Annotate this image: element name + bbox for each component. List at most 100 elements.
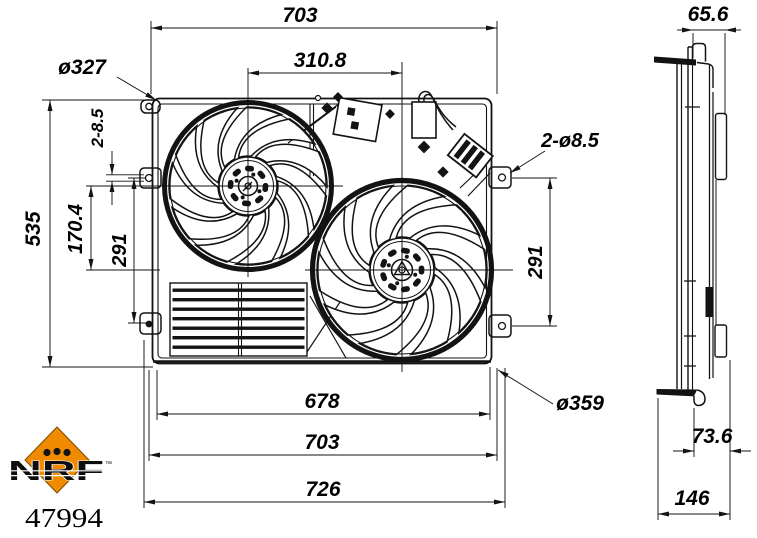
fan-blade [170,205,251,240]
hub-pad [387,283,397,291]
hub-pad [262,182,269,193]
side-top-knob [691,42,707,62]
hub-pad [400,286,410,293]
hub-dot [413,272,418,277]
fan-blade [322,301,409,336]
dim-dia-359: ø359 [497,369,604,415]
dim-678: 678 [156,367,491,420]
hub-pad [227,179,234,190]
grille-slat [172,298,305,302]
connector-box-right [411,101,437,139]
tab-hole [145,102,153,111]
nrf-dot [63,448,71,457]
dim-dia-359-label: ø359 [556,392,604,415]
tab-hole [144,173,154,183]
fan-blade [357,291,429,356]
fastener-square [417,140,431,154]
connector-box-left [332,96,383,143]
dim-170-4: 170.4 [65,186,94,270]
hub-pad [412,278,421,287]
front-view [86,62,513,372]
dim-703-bottom: 703 [148,368,498,461]
fan-blade [316,250,389,309]
hub-pad [241,200,252,207]
grille-slat [172,307,305,311]
hub-pad [380,272,388,282]
nrf-dot [43,448,51,457]
dim-291-right-label: 291 [525,245,547,279]
dim-678-label: 678 [304,390,339,413]
grille-slats [172,288,305,349]
grille [169,282,308,357]
left-fan-blades [168,106,328,266]
side-right-boss-lower [714,324,728,358]
side-bottom-hook [693,389,706,407]
side-ticks [684,106,700,367]
dim-310-8-label: 310.8 [294,49,347,72]
tab-hole [145,320,153,328]
hub-pad [387,249,397,257]
fan-blade [193,209,267,263]
fan-blade [233,196,286,266]
hub-dot [386,263,391,268]
fan-blade [268,163,328,232]
frame-braces [287,99,491,359]
right-fan-blades [316,184,488,356]
dim-291-left-label: 291 [109,233,131,267]
dim-2-dia-8-5: 2-ø8.5 [509,130,600,174]
fan-blade [375,184,447,249]
grille-slat [172,326,305,330]
fan-blade [200,106,240,184]
dim-291-left: 291 [109,177,146,324]
fan-blade [415,231,488,290]
dim-73-6-label: 73.6 [692,425,733,448]
dim-146-label: 146 [674,487,709,510]
nrf-diamond-icon [24,426,90,494]
trademark-symbol: ™ [105,461,112,468]
fastener-square [437,166,449,178]
hub-dot [257,189,262,194]
dim-2-8-5-label: 2-8.5 [88,108,107,148]
fastener-square [385,109,395,119]
hub-pad [255,195,264,204]
dim-726: 726 [143,340,506,508]
side-view: 65.6 73.6 146 [654,3,751,520]
fan-blade [276,179,310,260]
hub-dot [234,178,239,183]
hub-dot [251,172,256,177]
dim-170-4-label: 170.4 [65,204,87,254]
side-dark-slot [705,287,713,317]
hub-dot [404,254,409,259]
dim-535: 535 [22,99,153,368]
fan-blade [351,184,396,267]
nrf-dot [53,447,61,456]
grille-slat [172,336,305,340]
hub-pad [412,253,421,262]
dimensions-front: 703 310.8 ø327 2-ø8.5 535 2-8.5 [22,4,604,508]
side-bracket [696,61,714,88]
dim-dia-327-label: ø327 [58,56,107,79]
hub-pad [244,165,255,172]
fan-blade [168,160,234,219]
fan-blade [429,253,482,336]
grille-slat [172,317,305,321]
dim-703-top-label: 703 [282,4,317,27]
side-top-tab [654,56,696,66]
dim-726-label: 726 [305,478,340,501]
hub-pad [380,258,388,268]
fan-blade [395,204,482,239]
fan-blade [254,143,328,189]
dim-535-label: 535 [22,211,45,246]
hub-pad [232,168,241,177]
shroud-frame [151,97,493,365]
dim-703-bottom-label: 703 [304,431,339,454]
dim-703-top: 703 [150,4,498,94]
fastener-dot [314,94,322,102]
hub-dot [240,195,245,200]
dim-2-dia-8-5-label: 2-ø8.5 [540,130,600,152]
cable-plug [446,132,495,179]
dim-146: 146 [657,398,730,520]
dim-dia-327: ø327 [58,56,157,101]
hub-pad [230,193,239,202]
